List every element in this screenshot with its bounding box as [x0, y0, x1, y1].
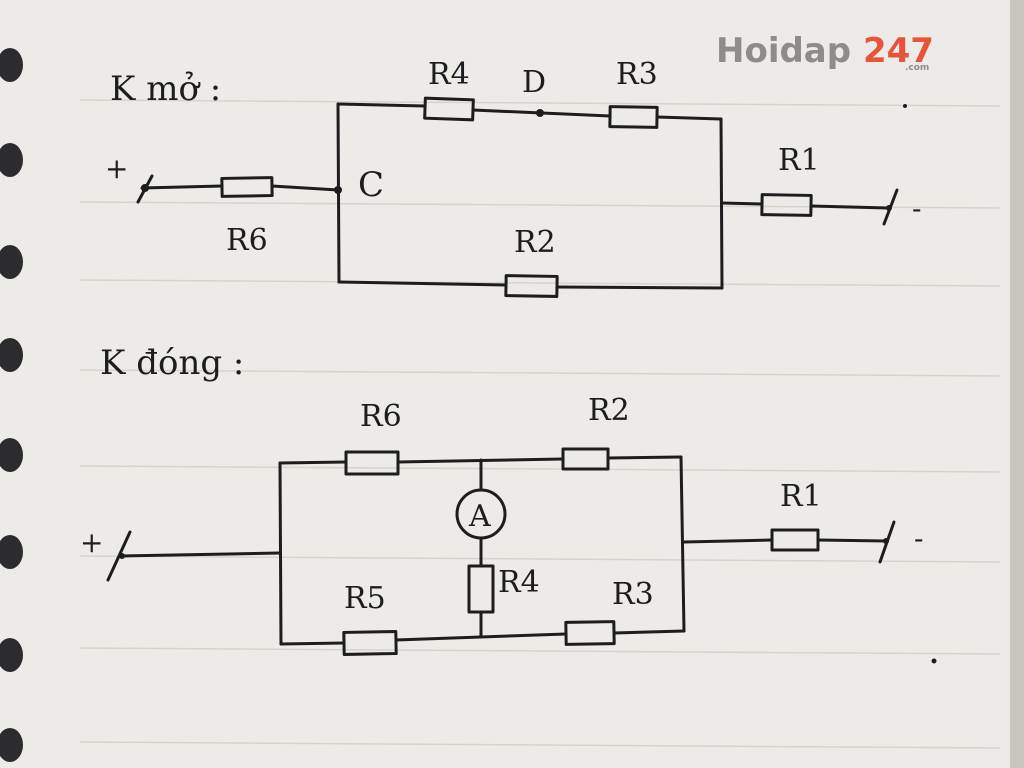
- node-d-dot: [536, 109, 544, 117]
- terminal-minus-node-closed: [883, 538, 889, 544]
- resistor-r3-open: [608, 105, 659, 129]
- rule-line: [79, 369, 1001, 377]
- terminal-plus-node: [141, 184, 149, 192]
- rule-line: [79, 555, 1001, 563]
- resistor-r5-closed: [342, 630, 398, 656]
- resistor-r1-open: [760, 193, 813, 217]
- terminal-minus-node: [886, 205, 892, 211]
- resistor-r3-closed: [564, 620, 616, 646]
- resistor-r2-open: [504, 274, 559, 298]
- rule-line: [79, 647, 1001, 655]
- r2-label-open: R2: [514, 225, 556, 260]
- binding-hole: [0, 438, 23, 472]
- watermark-sub: .com: [905, 63, 929, 73]
- r3-label-closed: R3: [612, 577, 654, 612]
- rule-line: [79, 279, 1001, 287]
- rule-line: [79, 99, 1001, 107]
- node-c-dot: [334, 186, 342, 194]
- r5-label-closed: R5: [344, 581, 386, 616]
- resistor-r6-closed: [344, 450, 400, 476]
- resistor-r4-open: [423, 96, 475, 122]
- rule-line: [79, 465, 1001, 473]
- circuit-open-diagram: K mở :: [105, 57, 921, 298]
- r6-label-open: R6: [226, 223, 268, 258]
- terminal-plus-label-closed: +: [80, 526, 103, 559]
- terminal-plus-node-closed: [119, 553, 125, 559]
- watermark-logo: Hoidap 247: [716, 31, 934, 71]
- heading-k-closed: K đóng :: [100, 343, 244, 383]
- node-d-label: D: [522, 65, 546, 100]
- binding-hole: [0, 338, 23, 372]
- ammeter-circle: [455, 488, 507, 540]
- r1-label-open: R1: [778, 143, 820, 178]
- circuit-open-wires: [136, 102, 899, 290]
- stray-dot: [931, 658, 937, 664]
- watermark-accent: 247: [863, 31, 934, 71]
- binding-hole: [0, 48, 23, 82]
- binding-hole: [0, 535, 23, 569]
- r1-label-closed: R1: [780, 479, 822, 514]
- resistor-r6-open: [220, 176, 274, 198]
- terminal-minus-label: -: [912, 192, 921, 225]
- terminal-plus-label: +: [105, 152, 128, 185]
- binding-hole: [0, 245, 23, 279]
- binding-hole: [0, 143, 23, 177]
- binding-hole: [0, 638, 23, 672]
- resistor-r1-closed: [770, 528, 820, 552]
- rule-line: [79, 741, 1001, 749]
- r6-label-closed: R6: [360, 399, 402, 434]
- r2-label-closed: R2: [588, 393, 630, 428]
- binding-hole: [0, 728, 23, 762]
- stray-dot: [903, 104, 907, 108]
- node-c-label: C: [358, 165, 384, 205]
- r4-label-closed: R4: [498, 565, 540, 600]
- circuit-closed-diagram: K đóng :: [80, 343, 923, 656]
- resistor-r2-closed: [561, 447, 610, 471]
- heading-k-open: K mở :: [110, 69, 221, 109]
- terminal-minus-label-closed: -: [914, 522, 923, 555]
- spiral-binding: [0, 48, 23, 762]
- ammeter-label: A: [468, 499, 491, 534]
- r4-label-open: R4: [428, 57, 470, 92]
- r3-label-open: R3: [616, 57, 658, 92]
- resistor-r4-closed: [467, 564, 495, 614]
- ruled-lines: [79, 99, 1001, 749]
